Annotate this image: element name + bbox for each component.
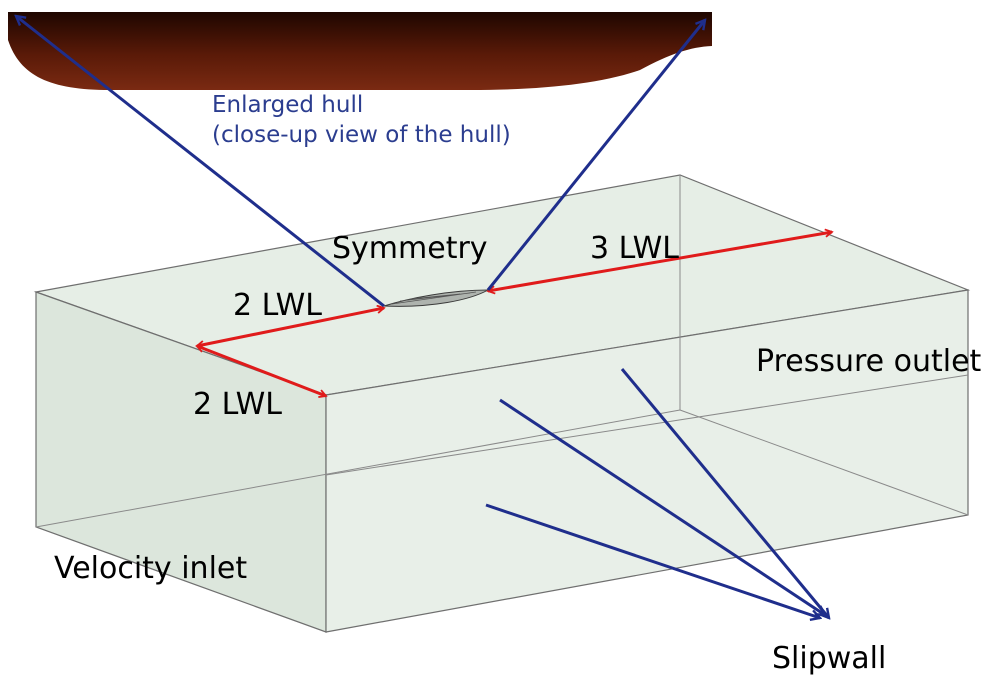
hull-callout-arrow-left (16, 16, 385, 308)
side-width-arrow (197, 346, 326, 396)
pressure-outlet-label: Pressure outlet (756, 344, 982, 379)
upstream-length-label: 2 LWL (233, 288, 322, 323)
hidden-edge-right (679, 409, 969, 516)
hidden-edge-back (35, 409, 681, 528)
slipwall-arrow-mid (499, 398, 825, 615)
enlarged-hull-note: Enlarged hull (close-up view of the hull… (212, 90, 511, 150)
slipwall-arrow-top (620, 368, 829, 618)
downstream-length-arrow (488, 232, 832, 291)
enlarged-hull-note-line2: (close-up view of the hull) (212, 122, 511, 148)
slipwall-arrow-bottom (485, 503, 820, 618)
side-width-label: 2 LWL (193, 387, 282, 422)
hull-callout-arrow-right (486, 20, 705, 291)
enlarged-hull-note-line1: Enlarged hull (212, 92, 364, 118)
midplane-line (325, 374, 969, 476)
downstream-length-label: 3 LWL (590, 231, 679, 266)
enlarged-hull (8, 12, 712, 90)
slipwall-label: Slipwall (772, 641, 887, 676)
small-hull-mesh (391, 291, 477, 305)
velocity-inlet-label: Velocity inlet (54, 551, 248, 586)
upstream-length-arrow (197, 308, 384, 346)
symmetry-label: Symmetry (332, 231, 488, 266)
